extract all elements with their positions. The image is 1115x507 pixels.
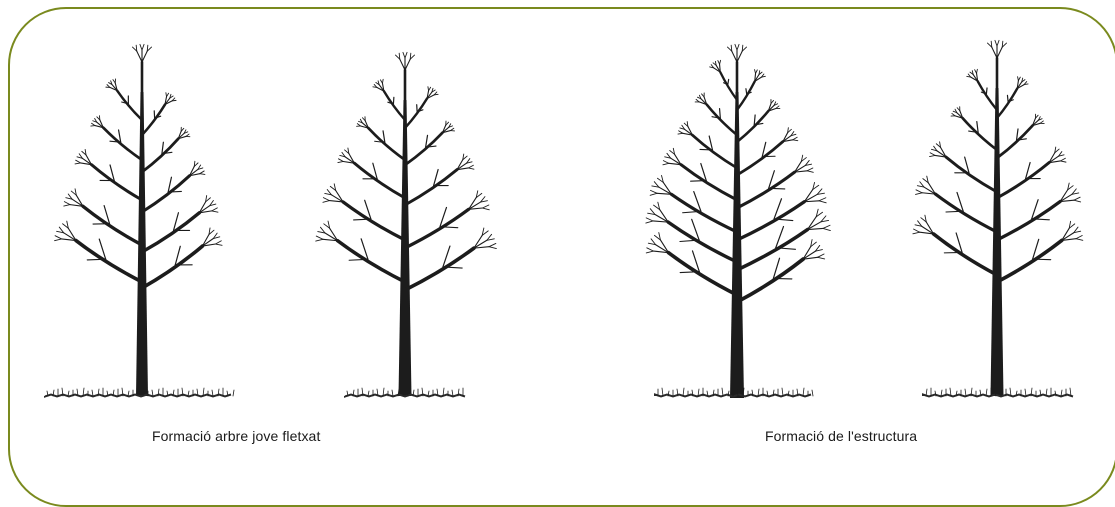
- caption-structure: Formació de l'estructura: [765, 428, 917, 444]
- caption-young-tree: Formació arbre jove fletxat: [152, 428, 320, 444]
- tree-structure-1: [646, 44, 831, 398]
- tree-young-2: [316, 52, 497, 396]
- tree-young-1: [45, 44, 234, 396]
- tree-structure-2: [913, 40, 1083, 396]
- tree-illustrations: [0, 0, 1115, 492]
